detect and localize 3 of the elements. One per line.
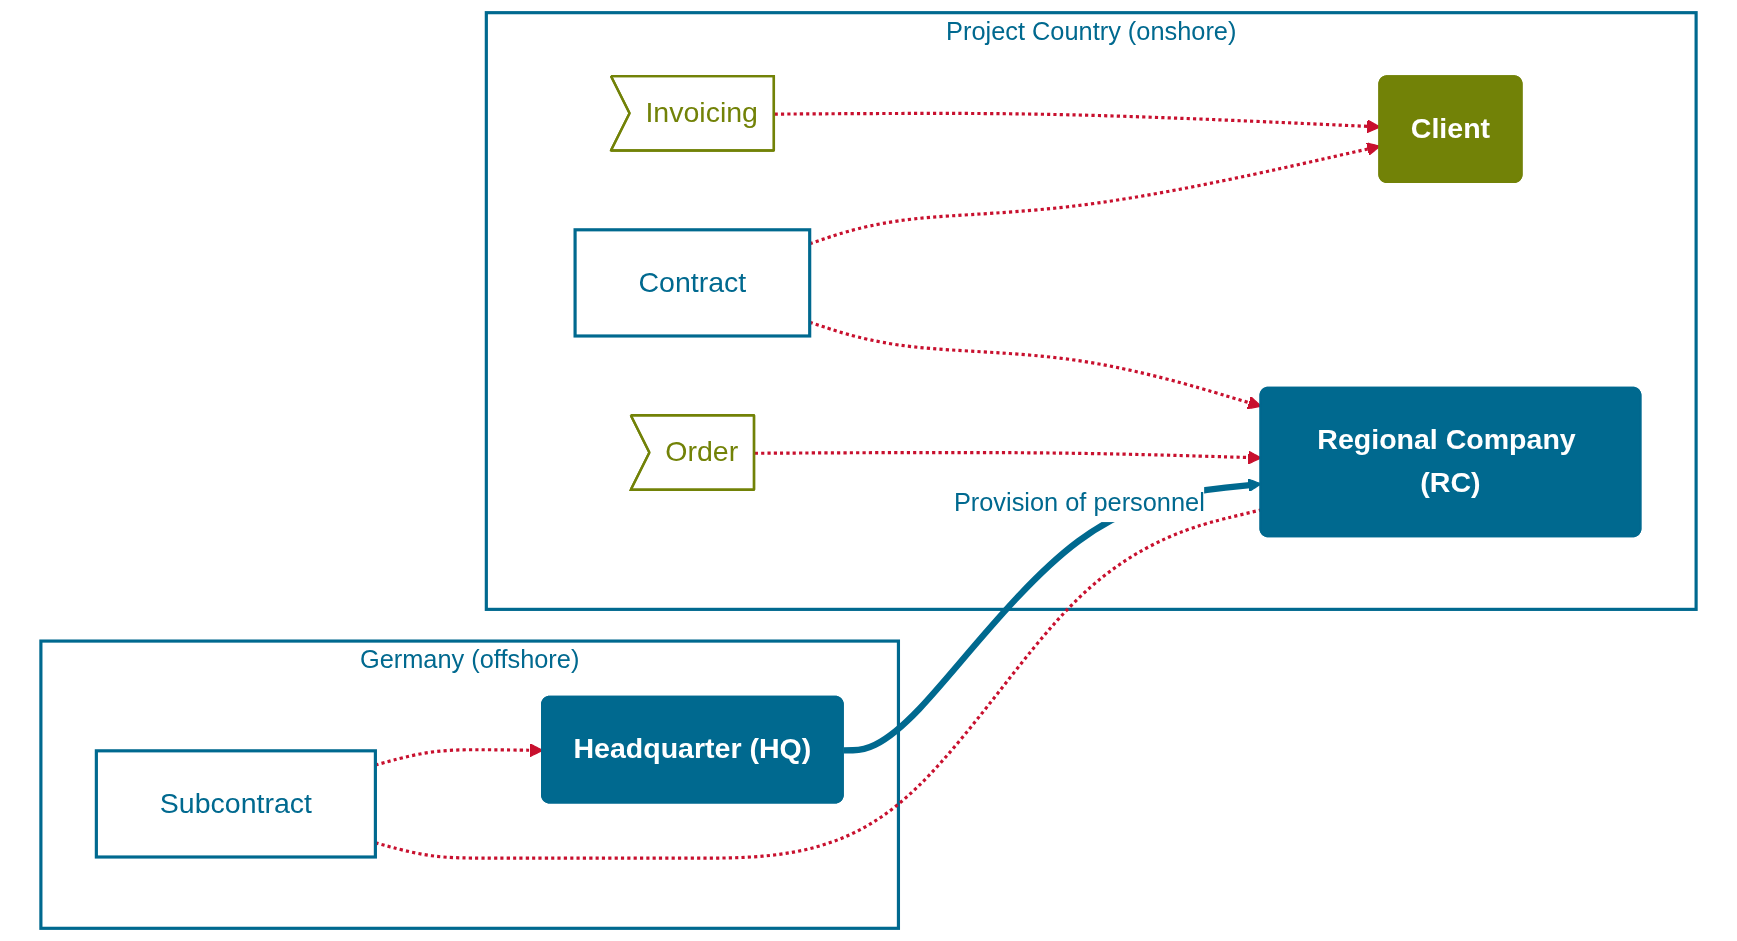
node-box: Contract bbox=[573, 228, 812, 338]
edge-label: Provision of personnel bbox=[953, 488, 1205, 516]
node-box: Subcontract bbox=[94, 749, 377, 859]
